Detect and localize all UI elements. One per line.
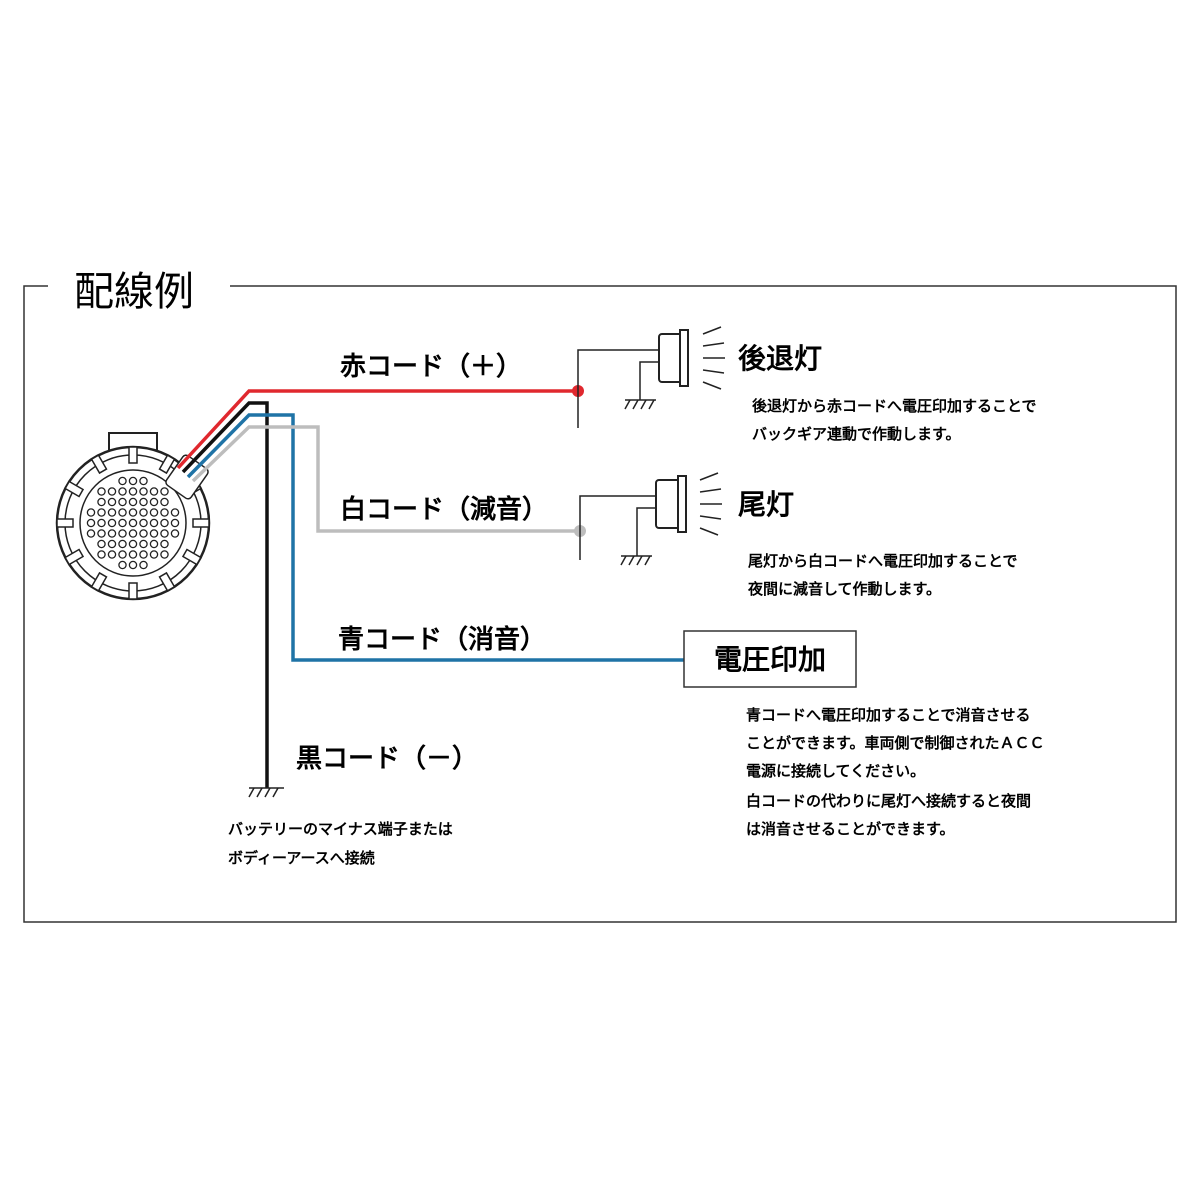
black-wire — [181, 401, 269, 788]
ground-note-1: バッテリーのマイナス端子または — [228, 820, 453, 838]
tail-lamp-label: 尾灯 — [738, 488, 794, 521]
lamp-icon — [577, 326, 725, 428]
blue-cord-label: 青コード（消音） — [338, 624, 546, 655]
voltage-note-3: 電源に接続してください。 — [746, 762, 925, 780]
red-wire — [176, 389, 578, 470]
voltage-box-label: 電圧印加 — [714, 643, 826, 676]
reverse-lamp-note-2: バックギア連動で作動します。 — [752, 425, 961, 443]
diagram-title: 配線例 — [74, 269, 194, 315]
voltage-note-2: ことができます。車両側で制御されたＡＣＣ — [746, 734, 1045, 752]
voltage-note-4: 白コードの代わりに尾灯へ接続すると夜間 — [746, 792, 1031, 810]
white-cord-label: 白コード（減音） — [340, 494, 548, 525]
voltage-note-5: は消音させることができます。 — [746, 820, 955, 838]
black-cord-label: 黒コード（－） — [296, 744, 478, 774]
ground-icon — [248, 787, 284, 798]
tail-lamp-note-1: 尾灯から白コードへ電圧印加することで — [748, 552, 1018, 570]
speaker-icon — [55, 432, 211, 601]
voltage-note-1: 青コードへ電圧印加することで消音させる — [746, 706, 1031, 724]
reverse-lamp-label: 後退灯 — [738, 342, 822, 375]
diagram-frame — [23, 285, 1177, 923]
red-cord-label: 赤コード（＋） — [340, 352, 522, 382]
reverse-lamp-note-1: 後退灯から赤コードへ電圧印加することで — [751, 397, 1037, 415]
lamp-icon — [579, 472, 722, 566]
tail-lamp-note-2: 夜間に減音して作動します。 — [747, 580, 941, 598]
blue-wire — [186, 413, 684, 662]
white-wire — [191, 425, 580, 533]
ground-note-2: ボディーアースへ接続 — [228, 849, 375, 867]
voltage-box — [683, 630, 857, 688]
